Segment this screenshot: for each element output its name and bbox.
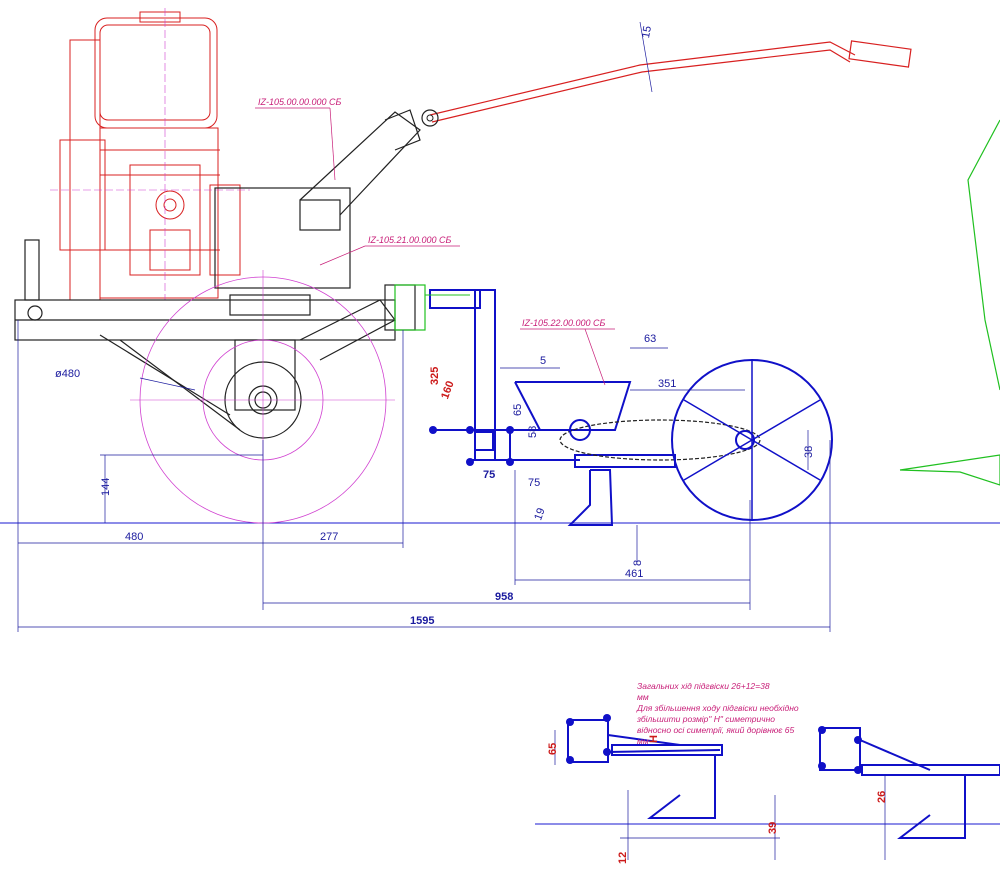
dim-461: 461 xyxy=(625,568,643,580)
dim-75a: 75 xyxy=(483,469,495,481)
dim-58: 58 xyxy=(527,426,539,438)
dim-38: 38 xyxy=(803,446,815,458)
dim-65: 65 xyxy=(512,404,524,416)
frame xyxy=(14,109,421,431)
dim-480: 480 xyxy=(125,531,143,543)
detail-left xyxy=(554,714,780,860)
dim-1595: 1595 xyxy=(410,615,434,627)
dim-144: 144 xyxy=(100,478,112,496)
dim-15: 15 xyxy=(640,25,654,39)
dim-wheel-diameter: ø480 xyxy=(55,368,80,380)
dim-lower-65: 65 xyxy=(547,743,559,755)
note-line-1: Загальних хід підгвіски 26+12=38 xyxy=(637,681,770,691)
handle xyxy=(421,40,912,127)
dim-5: 5 xyxy=(540,355,546,367)
crop-outline xyxy=(899,119,1000,486)
suspension-note: Загальних хід підгвіски 26+12=38 мм Для … xyxy=(636,681,799,746)
dim-19: 19 xyxy=(532,506,547,522)
dim-8: 8 xyxy=(632,560,644,566)
dim-325: 325 xyxy=(429,367,441,385)
label-engine-assembly: IZ-105.00.00.000 СБ xyxy=(258,97,342,107)
dim-63: 63 xyxy=(644,333,656,345)
note-line-2: мм xyxy=(637,692,649,702)
dim-lower-H: H xyxy=(648,735,660,743)
planter xyxy=(429,289,833,526)
note-line-4: збільшити розмір" H" симетрично xyxy=(636,714,775,724)
dim-lower-12: 12 xyxy=(617,852,629,864)
dim-lower-26: 26 xyxy=(876,791,888,803)
dim-277: 277 xyxy=(320,531,338,543)
engine xyxy=(50,8,250,301)
dim-75b: 75 xyxy=(528,477,540,489)
linkage-plate xyxy=(394,284,426,331)
label-frame-assembly: IZ-105.21.00.000 СБ xyxy=(368,235,452,245)
label-planter-assembly: IZ-105.22.00.000 СБ xyxy=(522,318,606,328)
detail-right xyxy=(818,726,1000,860)
drive-wheel xyxy=(130,270,395,530)
note-line-6: мм xyxy=(637,736,649,746)
dim-160: 160 xyxy=(439,379,457,400)
note-line-3: Для збільшення ходу підгвіски необхідно xyxy=(636,703,799,713)
dimension-lines xyxy=(17,21,831,632)
dim-351: 351 xyxy=(658,378,676,390)
leader-wheel-diameter xyxy=(139,377,196,391)
note-line-5: відносно осі симетрії, який дорівнює 65 xyxy=(637,725,795,735)
dim-lower-39: 39 xyxy=(767,822,779,834)
dim-958: 958 xyxy=(495,591,513,603)
